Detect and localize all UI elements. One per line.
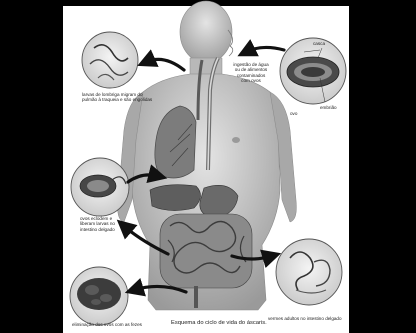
liver (150, 185, 201, 211)
label-larvae-migration: larvas de lombriga migram do pulmão à tr… (82, 92, 142, 103)
label-feces-elimination: eliminação dos ovos com as fezes (72, 322, 142, 327)
body-head (180, 1, 232, 63)
inset-larvae-lungs (82, 32, 138, 88)
diagram-caption: Esquema do ciclo de vida do áscaris. (171, 320, 267, 326)
inset-hatching (71, 158, 129, 216)
label-line: com ovos (229, 78, 273, 83)
inset-adult-worms (276, 239, 342, 305)
label-line: pulmão à traqueia e são engolidas (82, 97, 142, 102)
label-ingestion: ingestão de água ou de alimentos contami… (229, 62, 273, 84)
label-egg-embryo: embrião (320, 105, 337, 110)
label-adult-worms: vermes adultos no intestino delgado (268, 316, 342, 321)
inset-eggs (280, 38, 346, 104)
label-line: intestino delgado (80, 227, 115, 232)
inset-feces-eggs (70, 267, 128, 325)
label-egg-shell: casca (313, 41, 325, 46)
label-egg: ovo (290, 111, 297, 116)
label-hatching: ovos eclodem e liberam larvas no intesti… (80, 216, 115, 232)
